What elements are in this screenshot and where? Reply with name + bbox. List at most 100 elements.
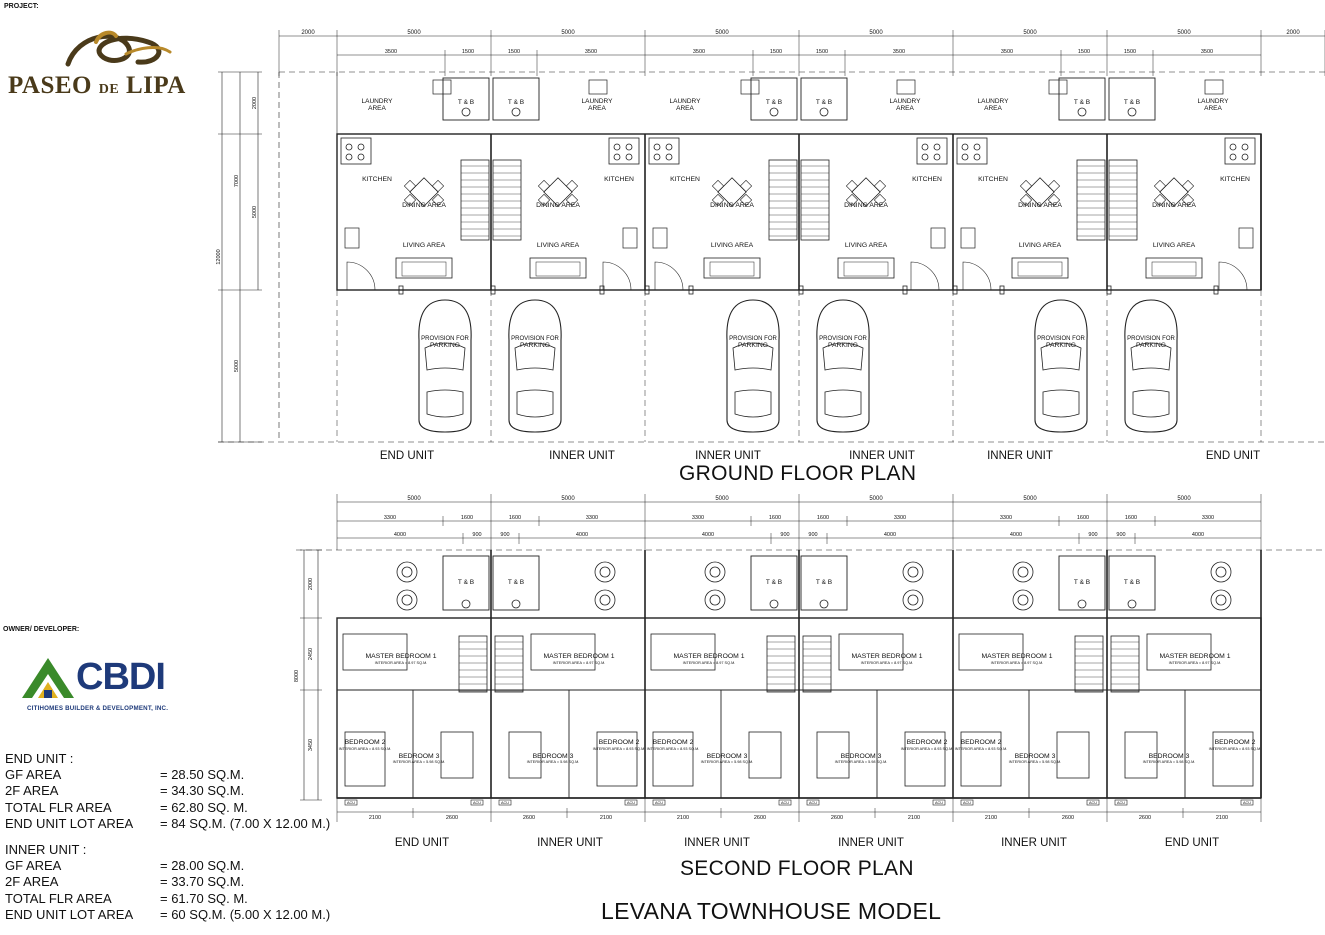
stove-icon <box>357 153 365 161</box>
bedroom-3-label: BEDROOM 3 <box>841 753 882 760</box>
bed <box>904 731 946 787</box>
sofa <box>703 257 761 279</box>
room-area-label: INTERIOR AREA = 8.93 SQ.M. <box>901 747 954 751</box>
chair <box>845 179 859 193</box>
stove-icon <box>345 143 353 151</box>
dimension-text: 5000 <box>561 30 575 36</box>
dimension-text: 1600 <box>461 515 473 521</box>
acu-label: ACU <box>935 801 943 805</box>
kitchen-label: KITCHEN <box>604 176 634 183</box>
dimension-text: 5000 <box>715 496 729 502</box>
parking-label: PARKING <box>1046 342 1076 349</box>
dimension-text: 2600 <box>831 815 843 821</box>
tb-label: T & B <box>508 579 524 586</box>
acu-box <box>624 799 638 806</box>
dimension-text: 5000 <box>234 360 240 372</box>
toilet-bath <box>1058 77 1106 121</box>
parking-provision-label: PROVISION FOR <box>511 336 559 342</box>
ground-floor-title: GROUND FLOOR PLAN <box>679 462 917 485</box>
dimension-text: 5000 <box>1177 496 1191 502</box>
kitchen-counter <box>956 137 988 165</box>
bed <box>508 731 542 779</box>
ac-unit-icon <box>1215 566 1227 578</box>
toilet-bath <box>492 555 540 611</box>
inner-unit-areas: INNER UNIT : GF AREA= 28.00 SQ.M. 2F ARE… <box>5 842 345 923</box>
laundry-label: LAUNDRY <box>1198 98 1230 105</box>
end-unit-areas: END UNIT : GF AREA= 28.50 SQ.M. 2F AREA=… <box>5 751 345 832</box>
dimension-text: 5000 <box>869 496 883 502</box>
stair <box>1076 159 1106 241</box>
dimension-text: 2600 <box>1139 815 1151 821</box>
stove-icon <box>357 143 365 151</box>
chair <box>403 193 417 207</box>
tb-label: T & B <box>816 579 832 586</box>
laundry-label: AREA <box>588 105 606 112</box>
dimension-text: 12000 <box>216 249 222 264</box>
dimension-text: 5000 <box>1177 30 1191 36</box>
dimension-text: 900 <box>1116 532 1125 538</box>
laundry-label: LAUNDRY <box>362 98 394 105</box>
ac-unit-icon <box>704 589 726 611</box>
dining-label: DINING AREA <box>402 202 446 209</box>
car-rear-window <box>824 389 862 418</box>
tb-label: T & B <box>1074 579 1090 586</box>
kitchen-label: KITCHEN <box>912 176 942 183</box>
toilet-icon <box>461 599 471 609</box>
chair <box>537 179 551 193</box>
chair <box>739 193 753 207</box>
ac-unit-icon <box>907 566 919 578</box>
dimension-text: 7000 <box>234 175 240 187</box>
kitchen-counter <box>340 137 372 165</box>
dimension-text: 5000 <box>252 206 258 218</box>
ac-unit-icon <box>401 594 413 606</box>
stove-icon <box>345 153 353 161</box>
car-rear-window <box>516 389 554 418</box>
dimension-text: 3500 <box>585 49 597 55</box>
unit-label: INNER UNIT <box>684 837 750 849</box>
ac-unit-icon <box>396 561 418 583</box>
laundry-label: LAUNDRY <box>670 98 702 105</box>
unit-label: END UNIT <box>1206 450 1260 462</box>
sofa-cushion <box>1151 261 1197 277</box>
cabinet <box>622 227 638 249</box>
stair <box>800 159 830 241</box>
column <box>1213 285 1219 295</box>
dimension-text: 2000 <box>252 97 258 109</box>
swirl-logo-icon <box>65 30 172 67</box>
car-windshield <box>514 342 556 371</box>
kitchen-label: KITCHEN <box>670 176 700 183</box>
column <box>798 285 804 295</box>
sink-fixture <box>1204 79 1224 95</box>
room-area-label: INTERIOR AREA = 8.97 SQ.M. <box>861 661 914 665</box>
chair <box>431 193 445 207</box>
chair <box>537 193 551 207</box>
room-area-label: INTERIOR AREA = 8.97 SQ.M. <box>553 661 606 665</box>
area-value: = 84 SQ.M. (7.00 X 12.00 M.) <box>160 815 331 831</box>
sink-fixture <box>432 79 452 95</box>
chair <box>565 179 579 193</box>
dimension-text: 5000 <box>407 496 421 502</box>
sofa-cushion <box>535 261 581 277</box>
dimension-text: 5000 <box>407 30 421 36</box>
stair <box>1074 635 1104 693</box>
ac-unit-icon <box>709 566 721 578</box>
parking-label: PARKING <box>520 342 550 349</box>
unit-label: END UNIT <box>380 450 434 462</box>
parking-provision-label: PROVISION FOR <box>1037 336 1085 342</box>
chair <box>403 179 417 193</box>
laundry-label: AREA <box>896 105 914 112</box>
dimension-text: 900 <box>1088 532 1097 538</box>
bed <box>1124 731 1158 779</box>
dimension-text: 5000 <box>561 496 575 502</box>
door-swing <box>602 261 632 291</box>
living-label: LIVING AREA <box>711 242 754 249</box>
unit-label: END UNIT <box>1165 837 1219 849</box>
living-label: LIVING AREA <box>1019 242 1062 249</box>
room-area-label: INTERIOR AREA = 8.97 SQ.M. <box>375 661 428 665</box>
bed <box>344 731 386 787</box>
car-icon <box>1034 299 1088 433</box>
dimension-text: 1600 <box>1077 515 1089 521</box>
column <box>398 285 404 295</box>
toilet-icon <box>1127 107 1137 117</box>
stove-icon <box>625 143 633 151</box>
